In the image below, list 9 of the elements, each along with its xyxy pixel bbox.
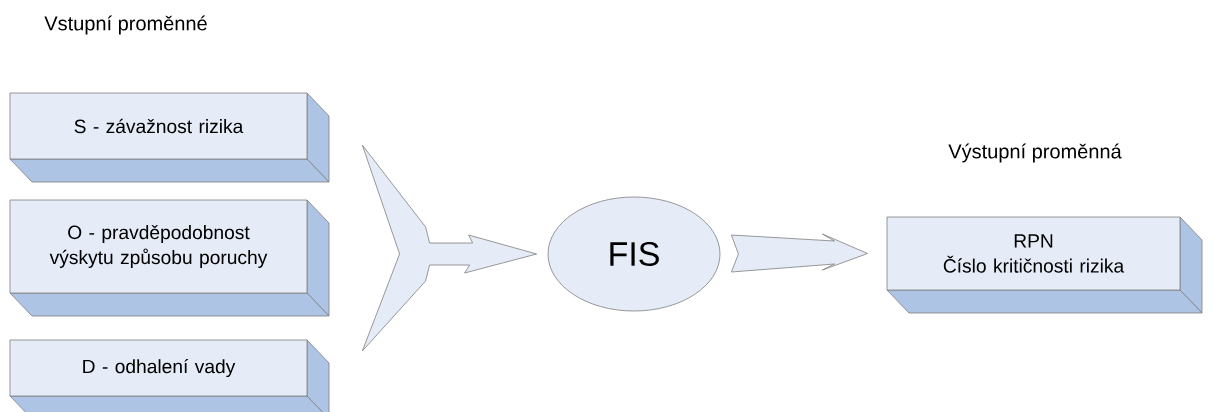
ellipse-node: FIS xyxy=(547,196,721,312)
merge-arrow xyxy=(362,144,537,352)
3d-box: S - závažnost rizika xyxy=(9,92,330,183)
block-arrow xyxy=(731,233,868,273)
group-label: Výstupní proměnná xyxy=(948,143,1122,163)
3d-box: RPN Číslo kritičnosti rizika xyxy=(886,216,1203,314)
3d-box: O - pravděpodobnost výskytu způsobu poruchy xyxy=(9,199,330,317)
3d-box: D - odhalení vady xyxy=(9,339,330,412)
group-label: Vstupní proměnné xyxy=(44,15,207,35)
